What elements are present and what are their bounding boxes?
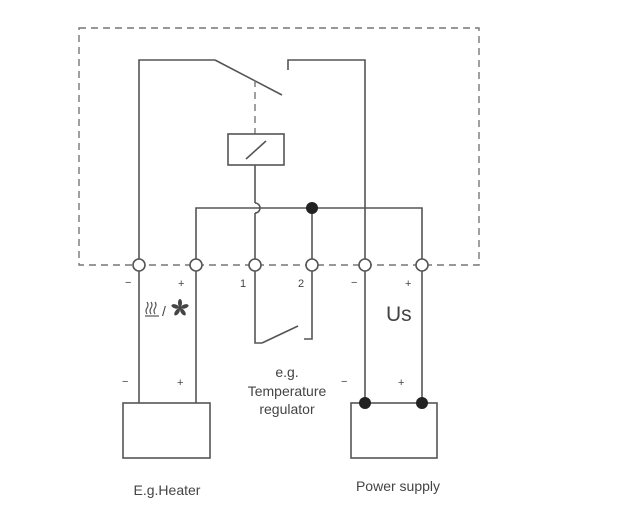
heater-caption: E.g.Heater	[134, 482, 201, 498]
heater-minus-label: −	[122, 376, 128, 388]
terminal-label-minus: −	[125, 277, 131, 289]
terminal-load-plus	[189, 258, 203, 272]
regulator-label-line3: regulator	[259, 401, 315, 417]
terminal-supply-plus	[415, 258, 429, 272]
power-supply-caption: Power supply	[356, 478, 440, 494]
regulator-switch	[261, 325, 299, 344]
terminal-label-plus: +	[178, 278, 184, 290]
supply-plus-label: +	[398, 377, 404, 389]
icon-separator: /	[162, 303, 166, 319]
supply-junction-plus	[416, 397, 428, 409]
regulator-label-line1: e.g.	[275, 364, 298, 380]
contact-wire-left	[138, 59, 215, 265]
terminal-2	[305, 258, 319, 272]
contact-wire-right	[287, 59, 366, 265]
terminal-label-supply-plus: +	[405, 278, 411, 290]
terminal-label-2: 2	[298, 278, 304, 290]
heater-icon	[145, 301, 159, 317]
power-supply-box	[350, 402, 438, 459]
heater-plus-label: +	[177, 377, 183, 389]
bus-junction-dot	[306, 202, 318, 214]
relay-contact-switch	[214, 59, 283, 96]
heater-box	[122, 402, 211, 459]
regulator-wire-1	[254, 265, 262, 344]
supply-junction-minus	[359, 397, 371, 409]
relay-coil-stroke	[245, 140, 267, 160]
fan-icon	[171, 299, 189, 316]
regulator-label-line2: Temperature	[248, 383, 327, 399]
internal-bus	[195, 207, 423, 265]
terminal-load-minus	[132, 258, 146, 272]
terminal-1	[248, 258, 262, 272]
regulator-wire-2	[304, 265, 313, 340]
terminal-label-1: 1	[240, 278, 246, 290]
terminal-supply-minus	[358, 258, 372, 272]
terminal-label-supply-minus: −	[351, 277, 357, 289]
supply-voltage-label: Us	[386, 303, 412, 326]
device-enclosure	[78, 27, 480, 266]
supply-minus-label: −	[341, 376, 347, 388]
